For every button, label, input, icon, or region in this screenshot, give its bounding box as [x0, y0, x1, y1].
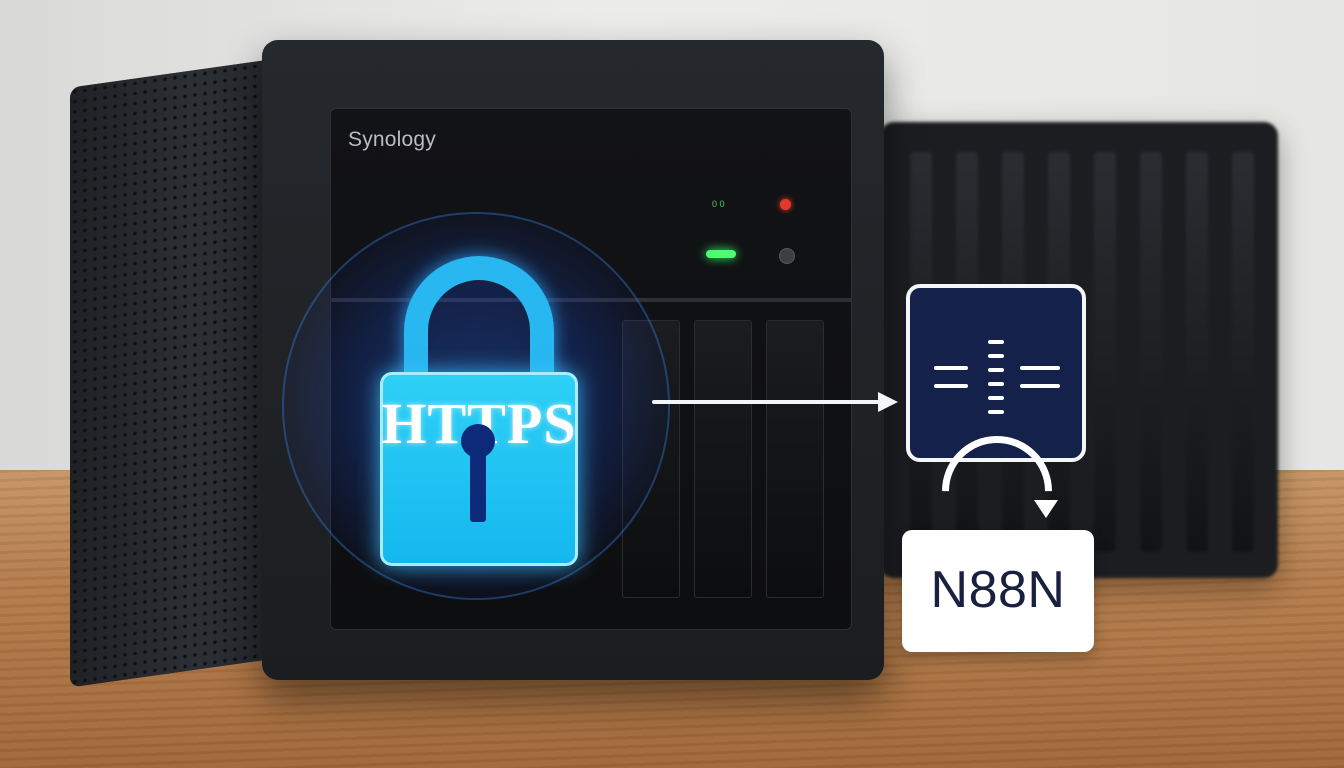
- card-bar: [988, 396, 1004, 400]
- vent-slot: [1094, 152, 1116, 552]
- card-bar: [934, 366, 968, 370]
- vent-slot: [1186, 152, 1208, 552]
- status-readout: 0 0: [712, 199, 725, 209]
- card-bar: [1020, 384, 1060, 388]
- power-button[interactable]: [779, 248, 795, 264]
- vent-slot: [1140, 152, 1162, 552]
- vent-slot: [1232, 152, 1254, 552]
- arrow-right-icon: [652, 400, 882, 404]
- target-label: N88N: [930, 561, 1066, 619]
- drive-bay: [766, 320, 824, 598]
- card-bar: [934, 384, 968, 388]
- nas-side-vents: [70, 58, 280, 688]
- card-bar: [988, 382, 1004, 386]
- arrow-head: [878, 392, 898, 412]
- card-bar: [1020, 366, 1060, 370]
- drive-bay: [694, 320, 752, 598]
- keyhole-stem: [470, 448, 486, 522]
- server-icon: [906, 284, 1086, 462]
- card-bar: [988, 410, 1004, 414]
- card-bar: [988, 340, 1004, 344]
- status-led-green: [706, 250, 736, 258]
- target-label-box: [902, 530, 1094, 652]
- card-bar: [988, 354, 1004, 358]
- loop-arrow-head: [1034, 500, 1058, 518]
- status-led-red: [780, 199, 791, 210]
- card-bar: [988, 368, 1004, 372]
- brand-logo-text: Synology: [348, 128, 436, 151]
